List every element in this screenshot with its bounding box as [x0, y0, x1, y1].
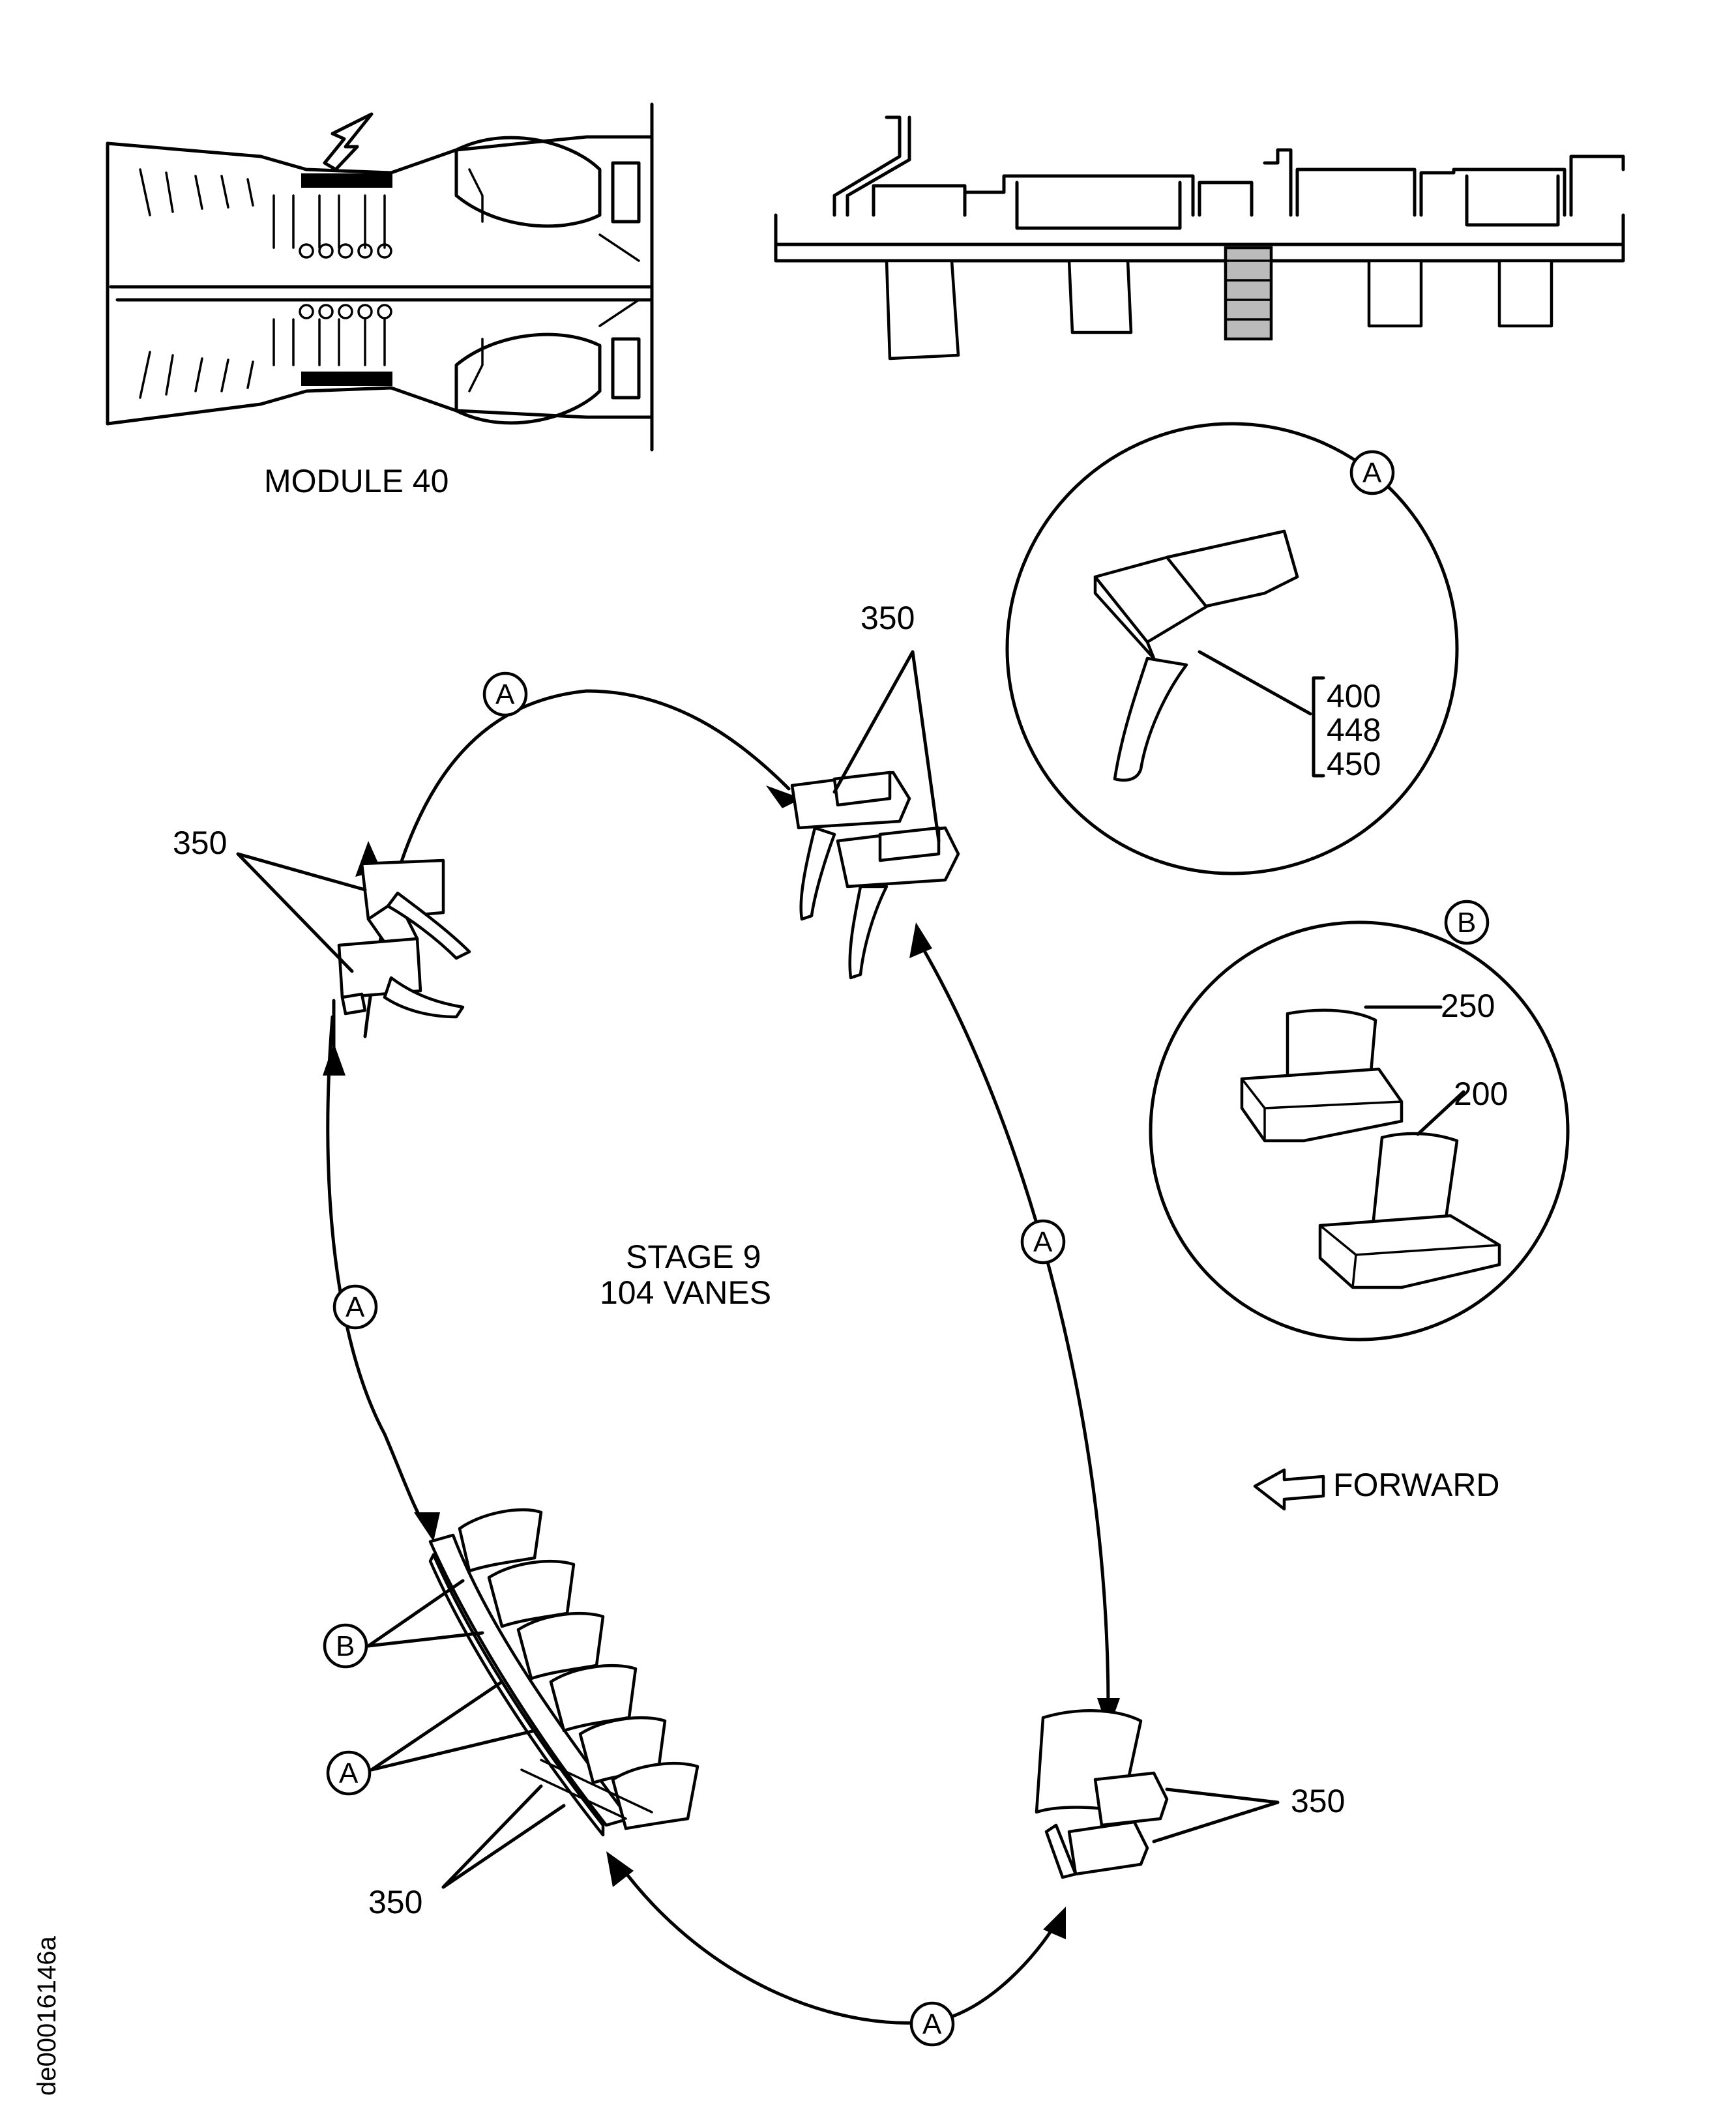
stage-ring-arrows — [323, 689, 1120, 2025]
ring-ref-bubbles — [323, 671, 1066, 2047]
detail-b-ref-bubble — [1444, 900, 1490, 945]
callout-350-upper-right: 350 — [861, 600, 915, 636]
detail-a-view — [1005, 422, 1459, 875]
engine-section-drawing — [106, 102, 654, 452]
callout-350-lower-right: 350 — [1291, 1783, 1345, 1819]
stage-caption-line1: STAGE 9 — [626, 1239, 761, 1275]
detail-a-ref-bubble — [1349, 450, 1395, 495]
forward-label: FORWARD — [1333, 1467, 1500, 1503]
ring-ref-a-left: A — [346, 1291, 365, 1323]
callout-350-upper-left: 350 — [173, 825, 227, 861]
callout-200: 200 — [1454, 1076, 1508, 1112]
figure-code: de00016146a — [33, 1936, 61, 2096]
callout-450: 450 — [1327, 746, 1381, 782]
casing-section-drawing — [774, 115, 1625, 360]
module-caption: MODULE 40 — [264, 463, 449, 499]
detail-b-ref-letter: B — [1457, 907, 1476, 939]
ring-ref-a-right: A — [1033, 1226, 1053, 1258]
callout-400: 400 — [1327, 678, 1381, 714]
vane-segment-assembly — [366, 1508, 699, 1889]
vane-pair-upper-right — [790, 650, 960, 980]
ring-ref-a-top: A — [495, 679, 515, 711]
detail-a-ref-letter: A — [1362, 457, 1382, 489]
detail-b-view — [1149, 920, 1570, 1342]
vane-pair-lower-right — [1035, 1709, 1280, 1879]
callout-350-segment: 350 — [368, 1884, 422, 1920]
forward-arrow-icon — [1253, 1468, 1325, 1511]
segment-ref-a: A — [339, 1757, 359, 1789]
vane-pair-upper-left — [236, 852, 471, 1019]
stage-caption-line2: 104 VANES — [600, 1274, 771, 1311]
callout-448: 448 — [1327, 712, 1381, 748]
segment-ref-b: B — [336, 1630, 355, 1662]
callout-250: 250 — [1441, 988, 1495, 1024]
ring-ref-a-bottom: A — [922, 2008, 942, 2040]
